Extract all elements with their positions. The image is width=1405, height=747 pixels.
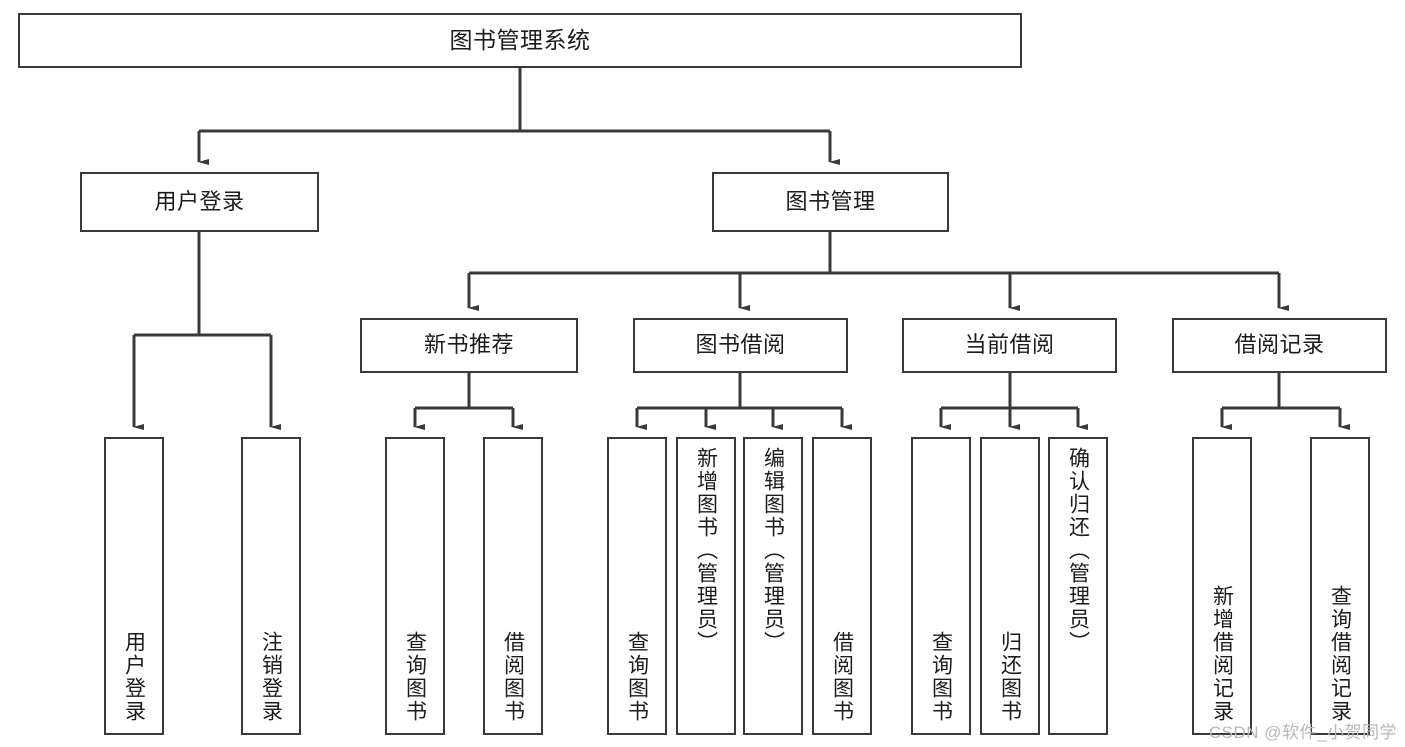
leaf-user-logout[interactable]: 注销登录 <box>241 437 301 735</box>
leaf-borrow-book-recommend[interactable]: 借阅图书 <box>483 437 543 735</box>
node-label: 查询图书 <box>403 631 427 723</box>
node-label: 新增借阅记录 <box>1210 585 1234 723</box>
leaf-confirm-return-admin[interactable]: 确认归还（管理员） <box>1048 437 1108 735</box>
node-label: 图书借阅 <box>695 332 786 358</box>
leaf-query-book-recommend[interactable]: 查询图书 <box>385 437 445 735</box>
node-new-book-recommend[interactable]: 新书推荐 <box>360 318 578 373</box>
node-label: 新书推荐 <box>423 332 514 358</box>
node-label: 编辑图书（管理员） <box>761 447 785 654</box>
node-label: 确认归还（管理员） <box>1066 447 1090 654</box>
node-user-login[interactable]: 用户登录 <box>80 172 319 232</box>
node-label: 查询借阅记录 <box>1328 585 1352 723</box>
leaf-edit-book-admin[interactable]: 编辑图书（管理员） <box>743 437 803 735</box>
node-label: 借阅图书 <box>501 631 525 723</box>
leaf-query-book-current[interactable]: 查询图书 <box>911 437 971 735</box>
node-label: 用户登录 <box>154 188 245 214</box>
node-label: 注销登录 <box>259 631 283 723</box>
node-borrow-record[interactable]: 借阅记录 <box>1172 318 1387 373</box>
node-label: 图书管理 <box>785 188 876 214</box>
node-book-management[interactable]: 图书管理 <box>712 172 949 232</box>
node-book-borrow[interactable]: 图书借阅 <box>633 318 848 373</box>
node-root-system[interactable]: 图书管理系统 <box>18 13 1022 68</box>
leaf-query-borrow-record[interactable]: 查询借阅记录 <box>1310 437 1370 735</box>
watermark: CSDN @软件_小贺同学 <box>1208 723 1397 742</box>
node-label: 新增图书（管理员） <box>694 447 718 654</box>
node-label: 借阅图书 <box>830 631 854 723</box>
node-label: 查询图书 <box>929 631 953 723</box>
leaf-user-login[interactable]: 用户登录 <box>104 437 164 735</box>
leaf-add-book-admin[interactable]: 新增图书（管理员） <box>676 437 736 735</box>
node-label: 归还图书 <box>998 631 1022 723</box>
node-label: 图书管理系统 <box>449 26 591 53</box>
leaf-return-book[interactable]: 归还图书 <box>980 437 1040 735</box>
node-current-borrow[interactable]: 当前借阅 <box>902 318 1117 373</box>
node-label: 查询图书 <box>625 631 649 723</box>
node-label: 当前借阅 <box>964 332 1055 358</box>
node-label: 借阅记录 <box>1234 332 1325 358</box>
leaf-query-book-borrow[interactable]: 查询图书 <box>607 437 667 735</box>
leaf-borrow-book[interactable]: 借阅图书 <box>812 437 872 735</box>
node-label: 用户登录 <box>122 631 146 723</box>
leaf-add-borrow-record[interactable]: 新增借阅记录 <box>1192 437 1252 735</box>
